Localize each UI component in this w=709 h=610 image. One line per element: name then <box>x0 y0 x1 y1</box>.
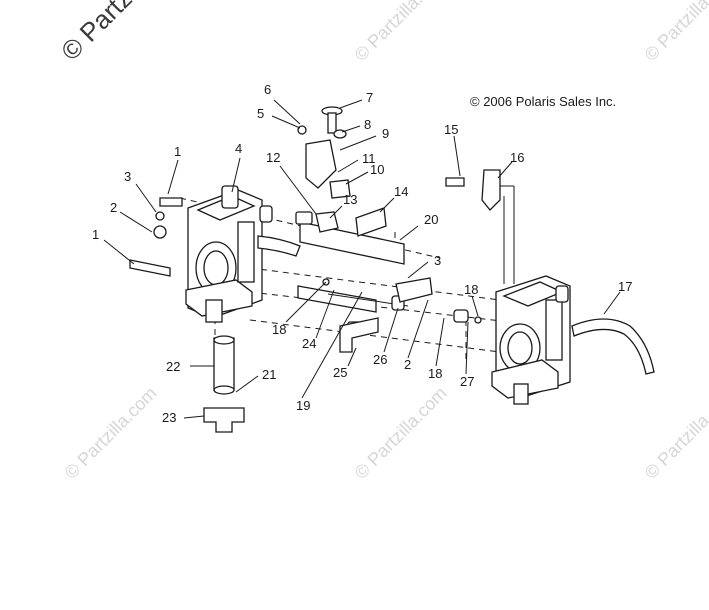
callout-9: 9 <box>382 126 389 141</box>
callout-27: 27 <box>460 374 474 389</box>
callout-2-left: 2 <box>110 200 117 215</box>
callout-17: 17 <box>618 279 632 294</box>
watermark-corner: © Partzilla.com <box>55 0 200 66</box>
callout-24: 24 <box>302 336 316 351</box>
watermark-top-right: © Partzilla.com <box>641 0 709 65</box>
fuel-hose-17 <box>571 318 655 375</box>
carburetor-right <box>491 275 571 405</box>
callout-12: 12 <box>266 150 280 165</box>
callout-20: 20 <box>424 212 438 227</box>
callout-1-upper: 1 <box>174 144 181 159</box>
watermark-bottom-left: © Partzilla.com <box>61 383 161 483</box>
callout-7: 7 <box>366 90 373 105</box>
callout-23: 23 <box>162 410 176 425</box>
callout-13: 13 <box>343 192 357 207</box>
leader-lines <box>103 99 621 419</box>
callout-25: 25 <box>333 365 347 380</box>
watermark-bottom-center: © Partzilla.com <box>351 383 451 483</box>
callout-labels: 1 4 3 2 1 5 6 7 8 9 12 11 10 13 14 20 3 … <box>92 82 632 425</box>
small-parts <box>129 106 515 433</box>
carburetor-left <box>185 185 301 323</box>
callout-21: 21 <box>262 367 276 382</box>
callout-11: 11 <box>362 151 376 166</box>
callout-26: 26 <box>373 352 387 367</box>
callout-22: 22 <box>166 359 180 374</box>
callout-3-right: 3 <box>434 253 441 268</box>
callout-4: 4 <box>235 141 242 156</box>
tube-19 <box>297 285 377 313</box>
callout-18-upper: 18 <box>464 282 478 297</box>
callout-6: 6 <box>264 82 271 97</box>
callout-19: 19 <box>296 398 310 413</box>
callout-3-left: 3 <box>124 169 131 184</box>
shaft-20 <box>299 221 405 265</box>
callout-8: 8 <box>364 117 371 132</box>
watermark-bottom-right: © Partzilla.com <box>641 383 709 483</box>
copyright-notice: © 2006 Polaris Sales Inc. <box>470 94 616 109</box>
callout-1-lower: 1 <box>92 227 99 242</box>
watermark-top-center: © Partzilla.com <box>351 0 451 65</box>
callout-5: 5 <box>257 106 264 121</box>
callout-16: 16 <box>510 150 524 165</box>
callout-18-lower: 18 <box>428 366 442 381</box>
callout-15: 15 <box>444 122 458 137</box>
callout-18-left: 18 <box>272 322 286 337</box>
callout-2-right: 2 <box>404 357 411 372</box>
callout-10: 10 <box>370 162 384 177</box>
callout-14: 14 <box>394 184 408 199</box>
